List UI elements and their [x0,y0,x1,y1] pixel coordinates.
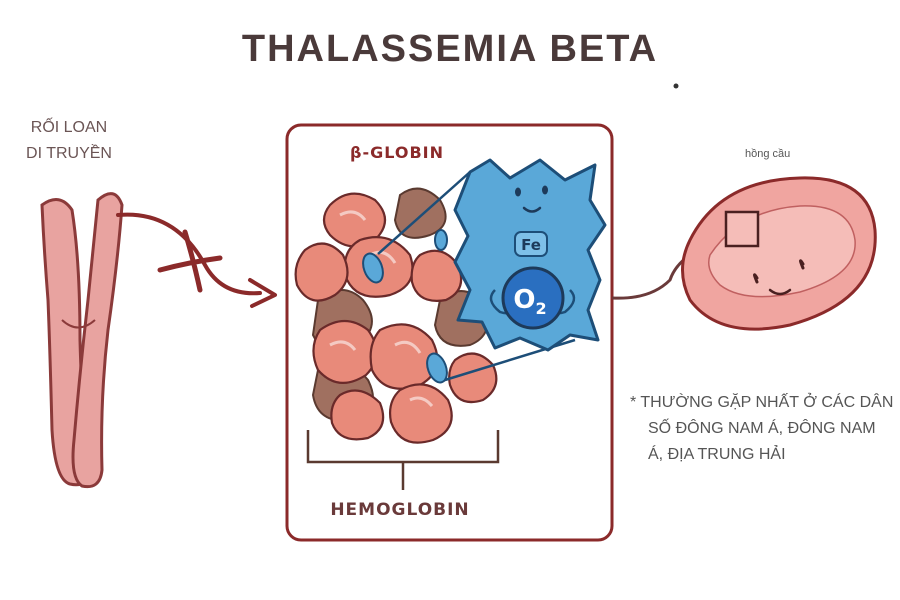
genetic-disorder-label: RỐI LOAN DI TRUYỀN [14,115,124,167]
arrow-head [248,278,277,308]
iron-box [514,231,548,257]
heme-character: Fe O2 [453,158,607,352]
title-dot [673,83,679,89]
blocked-arrow [116,212,277,308]
genetic-disorder-line-2: DI TRUYỀN [26,145,112,162]
globin-tangle [294,187,498,444]
heme-disc-2 [426,352,448,384]
rbc-mouth [768,288,792,296]
arrow-curve [116,212,262,296]
note-line-2: SỐ ĐÔNG NAM Á, ĐÔNG NAM [648,420,876,437]
note-line-3: Á, ĐỊA TRUNG HẢI [648,446,786,463]
zoom-square [724,210,760,248]
heme-eye-right [542,185,548,195]
heme-disc-1 [362,252,384,284]
page-title: THALASSEMIA BETA [241,28,659,70]
genetic-disorder-line-1: RỐI LOAN [30,119,108,136]
oxygen-label: O2 [513,285,546,318]
chromosome-arm-right [71,192,124,489]
iron-label: Fe [521,236,541,254]
oxygen-ball [501,266,565,330]
beta-globin-label: β-GLOBIN [350,143,444,162]
hemoglobin-bracket [306,430,500,490]
red-blood-cell [681,176,877,331]
chromosome [40,192,124,489]
red-blood-cell-label: hồng cầu [745,148,791,160]
heme-eye-left [515,187,521,197]
chain-loops [329,210,434,407]
cross-mark [157,229,223,293]
oxygen-subscript: 2 [535,299,546,318]
heme-disc-3 [434,229,448,251]
note-line-1: * THƯỜNG GẶP NHẤT Ở CÁC DÂN [630,394,894,411]
oxygen-letter: O [513,285,535,315]
hemoglobin-label: HEMOGLOBIN [330,500,470,520]
heme-mouth [522,206,542,213]
rbc-eye-left [753,273,759,284]
rbc-eye-right [799,259,805,270]
